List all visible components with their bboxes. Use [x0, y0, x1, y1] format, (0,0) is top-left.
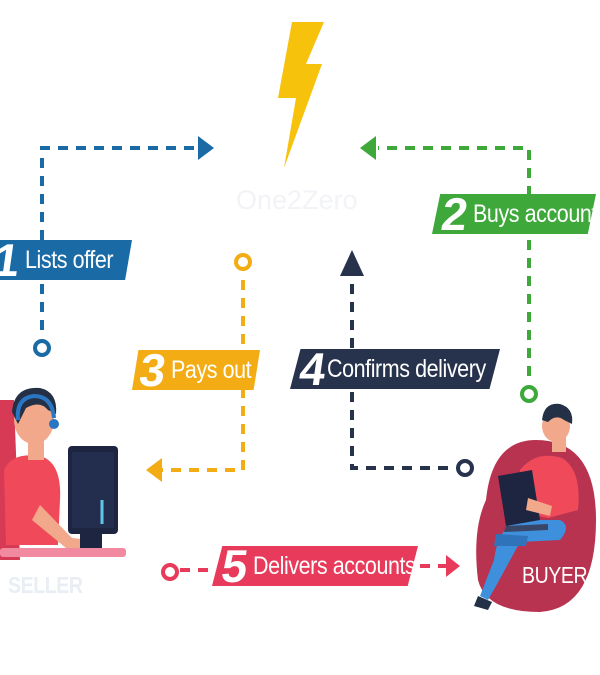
brand-watermark: One2Zero: [236, 185, 358, 215]
yellow-endpoint: [234, 253, 252, 271]
seller-person: [0, 387, 126, 560]
step-label: Lists offer: [25, 245, 114, 274]
step-number: 5: [218, 540, 251, 592]
step-number: 1: [0, 234, 23, 286]
green-arrowhead: [360, 136, 376, 160]
green-flow-arrow: [378, 146, 531, 376]
seller-label: SELLER: [8, 572, 83, 598]
blue-flow-arrow: [40, 146, 198, 330]
step-delivers-accounts-banner: 5 Delivers accounts: [212, 546, 418, 586]
step-confirms-delivery-banner: 4 Confirms delivery: [290, 349, 500, 389]
step-number: 2: [438, 188, 471, 240]
dark-flow-arrow: [350, 276, 448, 470]
dark-endpoint: [456, 459, 474, 477]
green-endpoint: [520, 385, 538, 403]
buyer-label: BUYER: [522, 562, 588, 588]
step-buys-account-banner: 2 Buys account: [432, 194, 596, 234]
step-number: 3: [136, 344, 169, 396]
monitor-icon: [68, 446, 118, 548]
laptop-icon: [498, 470, 552, 532]
red-endpoint: [161, 563, 179, 581]
yellow-arrowhead: [146, 458, 162, 482]
red-flow-arrow: [180, 564, 446, 572]
step-label: Confirms delivery: [327, 354, 486, 383]
step-label: Buys account: [473, 199, 598, 228]
blue-endpoint: [33, 339, 51, 357]
seller-desk: [0, 548, 126, 557]
step-number: 4: [296, 343, 329, 395]
headset-icon: [15, 393, 56, 421]
lightning-icon: [278, 22, 324, 168]
seller-arm: [32, 505, 90, 548]
blue-arrowhead: [198, 136, 214, 160]
step-label: Delivers accounts: [253, 551, 416, 580]
dark-arrowhead: [340, 250, 364, 276]
red-arrowhead: [446, 555, 460, 577]
step-pays-out-banner: 3 Pays out: [132, 350, 260, 390]
step-label: Pays out: [171, 355, 252, 384]
step-lists-offer-banner: 1 Lists offer: [0, 240, 132, 280]
yellow-flow-arrow: [162, 280, 245, 472]
